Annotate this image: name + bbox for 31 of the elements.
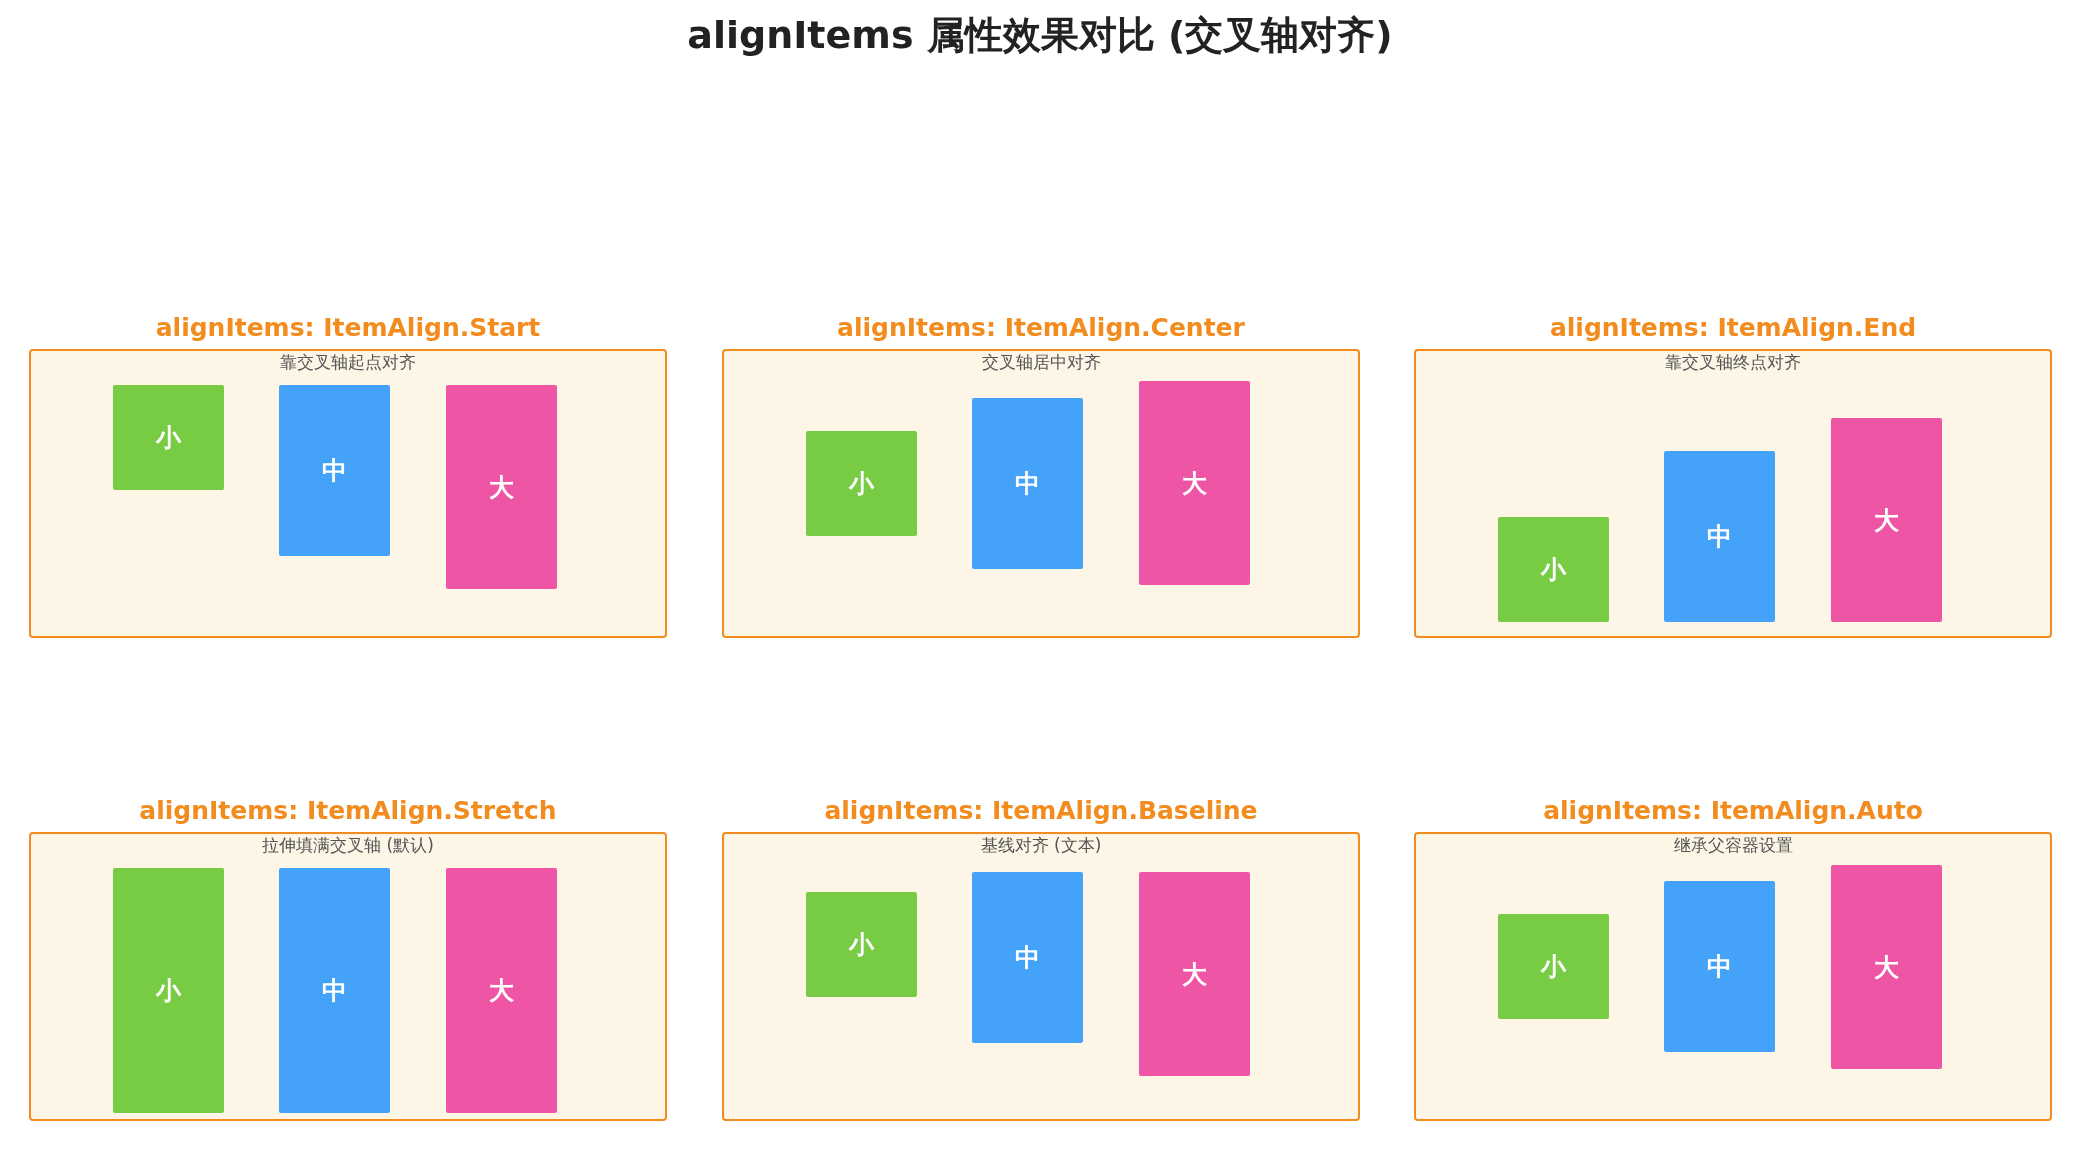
panel-subtitle: 靠交叉轴起点对齐 <box>279 351 417 374</box>
panel-title: alignItems: ItemAlign.Baseline <box>823 796 1259 825</box>
item-block: 小 <box>113 385 224 490</box>
item-block: 中 <box>1664 451 1775 622</box>
panel-subtitle: 继承父容器设置 <box>1672 834 1794 857</box>
item-block: 大 <box>446 868 557 1113</box>
item-block: 大 <box>1831 418 1942 622</box>
item-block: 大 <box>1139 381 1250 585</box>
panel-subtitle: 基线对齐 (文本) <box>979 834 1103 857</box>
panel-subtitle: 交叉轴居中对齐 <box>980 351 1102 374</box>
panel-title: alignItems: ItemAlign.Start <box>154 313 542 342</box>
item-block: 小 <box>1498 517 1609 622</box>
panel-title: alignItems: ItemAlign.End <box>1548 313 1918 342</box>
item-block: 小 <box>1498 914 1609 1019</box>
item-block: 中 <box>279 385 390 556</box>
panel-title: alignItems: ItemAlign.Auto <box>1542 796 1924 825</box>
chart-title: alignItems 属性效果对比 (交叉轴对齐) <box>686 12 1394 59</box>
item-block: 小 <box>806 431 917 536</box>
item-block: 大 <box>446 385 557 589</box>
item-block: 中 <box>972 398 1083 569</box>
item-block: 小 <box>113 868 224 1113</box>
item-block: 中 <box>972 872 1083 1043</box>
panel-subtitle: 拉伸填满交叉轴 (默认) <box>261 834 435 857</box>
item-block: 大 <box>1139 872 1250 1076</box>
item-block: 小 <box>806 892 917 997</box>
panel-subtitle: 靠交叉轴终点对齐 <box>1664 351 1802 374</box>
item-block: 大 <box>1831 865 1942 1069</box>
item-block: 中 <box>279 868 390 1113</box>
panel-title: alignItems: ItemAlign.Center <box>836 313 1246 342</box>
item-block: 中 <box>1664 881 1775 1052</box>
panel-title: alignItems: ItemAlign.Stretch <box>138 796 558 825</box>
